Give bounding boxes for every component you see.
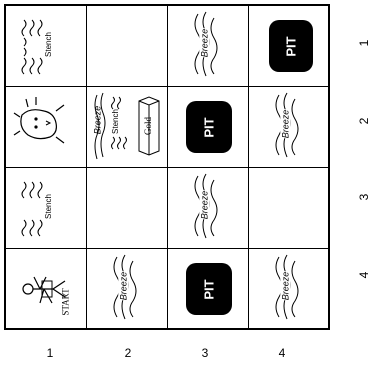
row-label-2: 2 [357,111,369,131]
col-label-2: 2 [118,346,138,360]
cell-r2-c2: Breeze Stench Gold [87,87,168,168]
pit: PIT [186,263,232,315]
cell-r3-c4 [249,168,330,249]
pit: PIT [186,101,232,153]
cell-r4-c4: Breeze [249,249,330,330]
col-label-3: 3 [195,346,215,360]
cell-r1-c3: Breeze [168,6,249,87]
pit: PIT [269,20,313,72]
row-label-1: 1 [357,33,369,53]
start-label: START [61,288,71,315]
gold-icon [87,87,168,168]
stench-icon [6,168,87,249]
cell-r4-c3: PIT [168,249,249,330]
breeze-label: Breeze [118,272,128,301]
cell-r4-c1: START [6,249,87,330]
breeze-label: Breeze [280,110,290,139]
cell-r4-c2: Breeze [87,249,168,330]
agent-icon [6,249,87,330]
cell-r3-c2 [87,168,168,249]
cell-r2-c1 [6,87,87,168]
world-grid: Stench Breeze PIT [4,4,330,330]
cell-r3-c3: Breeze [168,168,249,249]
row-label-4: 4 [357,265,369,285]
cell-r1-c2 [87,6,168,87]
col-label-4: 4 [272,346,292,360]
cell-r1-c1: Stench [6,6,87,87]
cell-r1-c4: PIT [249,6,330,87]
breeze-label: Breeze [199,191,209,220]
cell-r2-c3: PIT [168,87,249,168]
pit-label: PIT [201,117,216,137]
col-label-1: 1 [40,346,60,360]
gold-label: Gold [143,117,153,135]
stench-icon [6,6,87,87]
breeze-label: Breeze [199,29,209,58]
pit-label: PIT [201,279,216,299]
pit-label: PIT [283,36,298,56]
cell-r2-c4: Breeze [249,87,330,168]
wumpus-icon [6,87,87,168]
cell-r3-c1: Stench [6,168,87,249]
row-label-3: 3 [357,187,369,207]
breeze-label: Breeze [280,272,290,301]
